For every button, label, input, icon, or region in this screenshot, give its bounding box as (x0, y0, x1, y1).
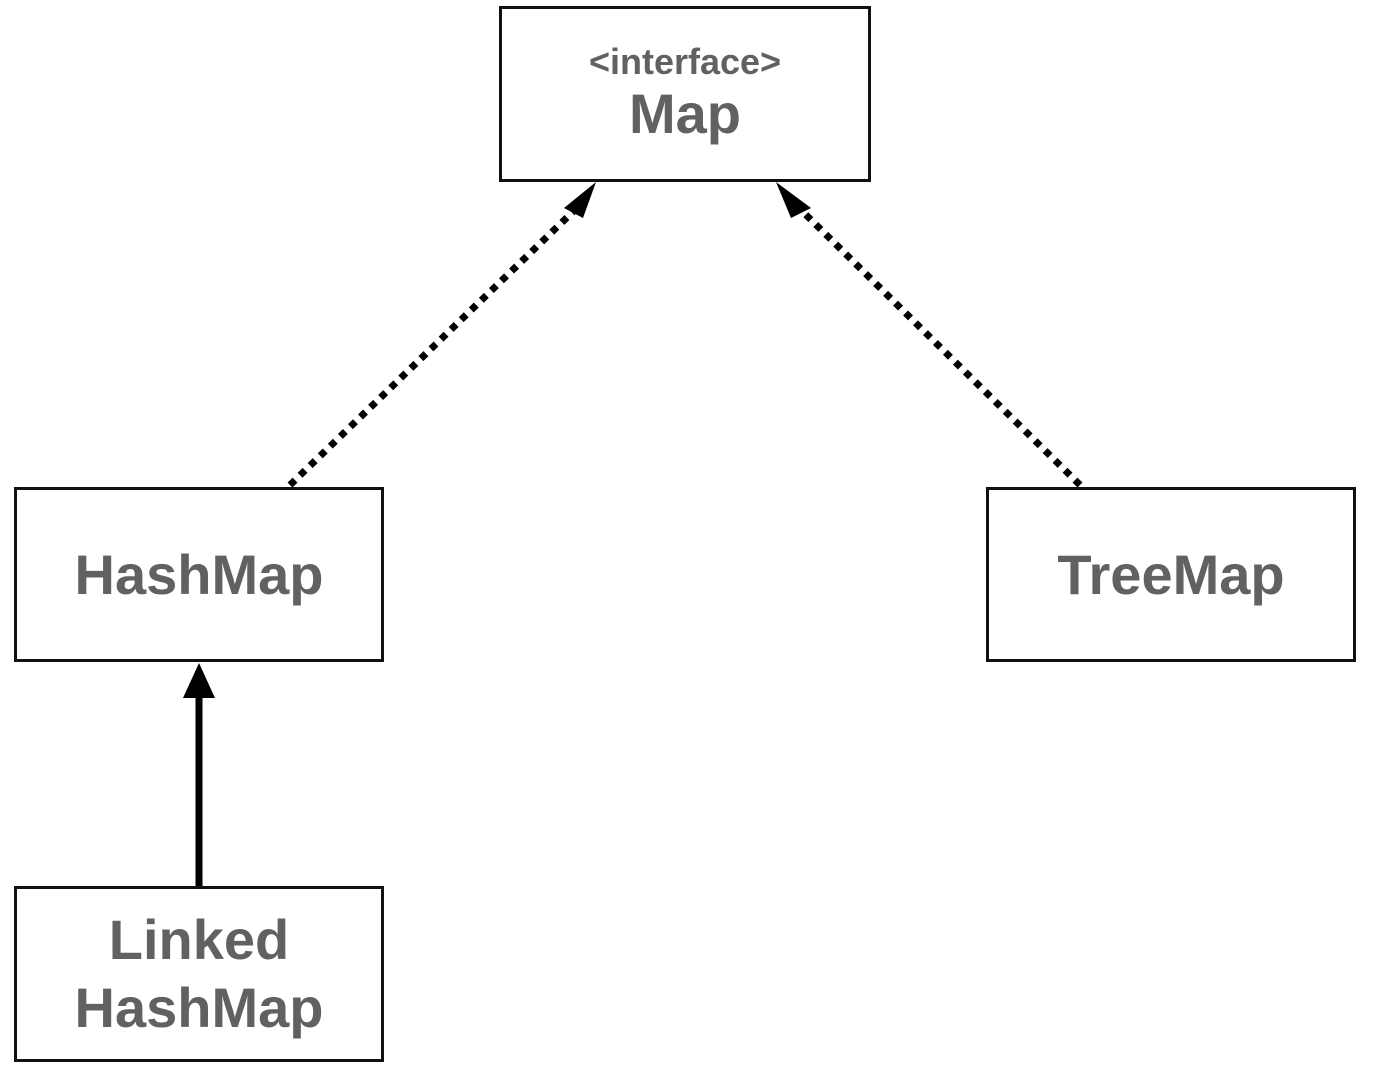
arrowhead-treemap-map (776, 182, 811, 218)
map-name: Map (629, 82, 741, 145)
edge-hashmap-to-map (287, 200, 585, 488)
hashmap-name: HashMap (74, 542, 324, 606)
linked-hashmap-line1: Linked (108, 908, 290, 971)
arrowhead-linked-hashmap (183, 663, 215, 698)
hashmap-box: HashMap (14, 487, 384, 662)
map-stereotype: <interface> (588, 41, 782, 82)
linked-hashmap-box: Linked HashMap (14, 886, 384, 1062)
treemap-name: TreeMap (1057, 542, 1285, 606)
linked-hashmap-line2: HashMap (74, 976, 324, 1039)
treemap-box: TreeMap (986, 487, 1356, 662)
arrowhead-hashmap-map (564, 182, 596, 218)
edge-treemap-to-map (791, 200, 1083, 488)
map-interface-box: <interface> Map (499, 6, 871, 182)
